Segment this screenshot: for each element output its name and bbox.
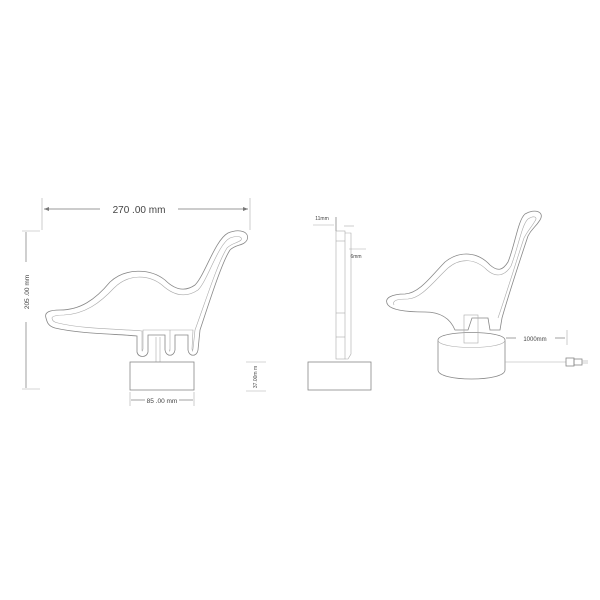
side-view: 11mm 6mm: [307, 216, 372, 391]
perspective-view: 1000mm: [386, 210, 588, 380]
base-height-dimension-label: 37.00m m: [253, 366, 259, 388]
base-thickness-label: 11mm: [315, 216, 329, 222]
front-view: 270 .00 mm 205 .00 mm 85 .00 mm 37.00m m: [22, 198, 266, 406]
cable-length-label: 1000mm: [523, 337, 546, 343]
height-dimension-label: 205 .00 mm: [24, 275, 31, 309]
plug-icon: [565, 357, 588, 367]
neon-thickness-label: 6mm: [350, 254, 361, 260]
base-width-dimension-label: 85 .00 mm: [147, 398, 178, 405]
width-dimension-label: 270 .00 mm: [113, 205, 166, 216]
